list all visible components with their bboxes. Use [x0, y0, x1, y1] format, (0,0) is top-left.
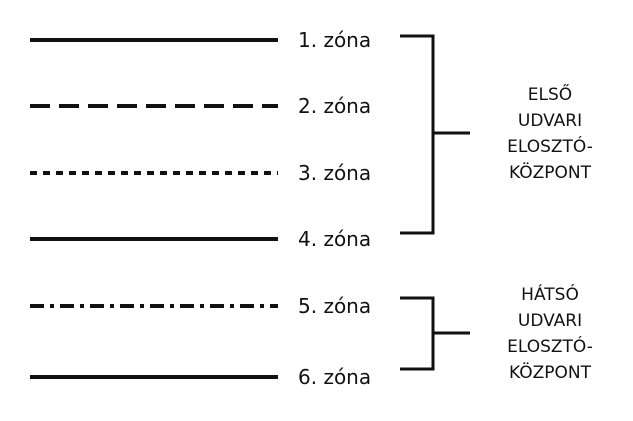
- rear-group-label-line-1: HÁTSÓ: [521, 283, 579, 305]
- zone-3-label: 3. zóna: [298, 161, 371, 185]
- rear-group-label-line-4: KÖZPONT: [509, 361, 592, 383]
- rear-group-bracket: [400, 296, 470, 371]
- zone-5-label: 5. zóna: [298, 294, 371, 318]
- rear-group-label-line-3: ELOSZTÓ-: [507, 335, 593, 357]
- front-group-bracket: [400, 34, 470, 235]
- front-group-label-line-4: KÖZPONT: [509, 161, 592, 183]
- zone-1-label: 1. zóna: [298, 28, 371, 52]
- front-group-label-line-1: ELSŐ: [528, 83, 572, 105]
- zone-2-label: 2. zóna: [298, 94, 371, 118]
- front-group-label-line-3: ELOSZTÓ-: [507, 135, 593, 157]
- zone-6-label: 6. zóna: [298, 365, 371, 389]
- front-group-label-line-2: UDVARI: [518, 111, 582, 131]
- zone-4-label: 4. zóna: [298, 227, 371, 251]
- rear-group-label-line-2: UDVARI: [518, 311, 582, 331]
